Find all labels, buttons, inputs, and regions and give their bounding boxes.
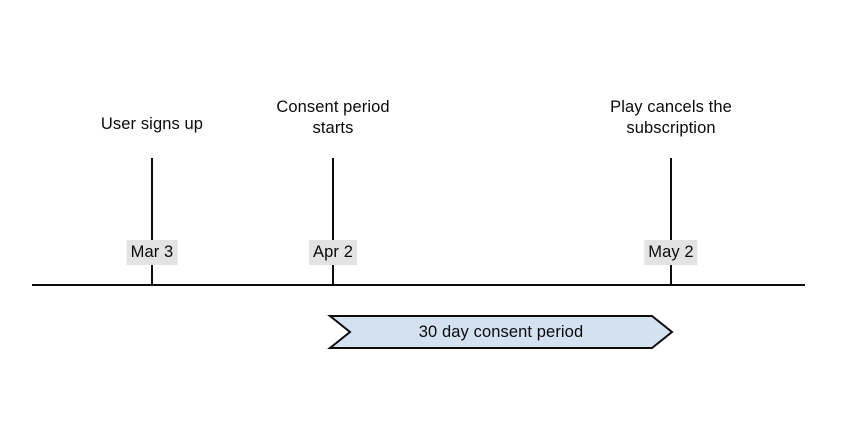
date-chip-play-cancels-subscription: May 2 bbox=[644, 240, 698, 265]
tick-stem-play-cancels-subscription bbox=[670, 158, 672, 285]
event-label-user-signs-up: User signs up bbox=[100, 115, 204, 133]
tick-stem-user-signs-up bbox=[151, 158, 153, 285]
consent-period-banner-shape bbox=[327, 315, 674, 349]
tick-stem-consent-period-starts bbox=[332, 158, 334, 285]
timeline-axis bbox=[32, 284, 805, 286]
date-chip-user-signs-up: Mar 3 bbox=[126, 240, 178, 265]
event-label-consent-period-starts: Consent period starts bbox=[276, 98, 390, 137]
consent-period-banner: 30 day consent period bbox=[327, 315, 674, 349]
date-chip-consent-period-starts: Apr 2 bbox=[309, 240, 357, 265]
event-label-play-cancels-subscription: Play cancels the subscription bbox=[610, 98, 732, 137]
